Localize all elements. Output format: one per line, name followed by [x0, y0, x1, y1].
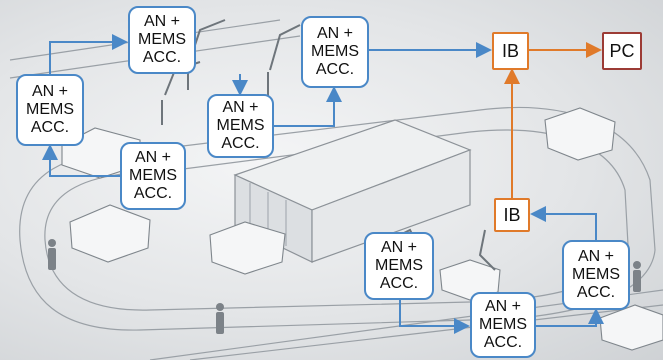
- an7-line-1: AN +: [485, 298, 521, 316]
- an1-line-2: MEMS: [26, 101, 74, 119]
- link-an3-to-an4: [274, 88, 334, 126]
- an7-line-2: MEMS: [479, 316, 527, 334]
- an8-line-2: MEMS: [572, 266, 620, 284]
- anchor-node-an7: AN + MEMS ACC.: [470, 292, 536, 358]
- link-an1-to-an2: [50, 42, 126, 74]
- anchor-node-an5: AN + MEMS ACC.: [120, 142, 186, 210]
- interface-box-bottom: IB: [494, 198, 530, 232]
- an6-line-3: ACC.: [380, 275, 418, 293]
- an7-line-3: ACC.: [484, 334, 522, 352]
- interface-box-top: IB: [492, 32, 529, 70]
- anchor-node-an8: AN + MEMS ACC.: [562, 240, 630, 310]
- an1-line-1: AN +: [32, 83, 68, 101]
- link-an8-to-ib-bottom: [532, 214, 596, 240]
- pc-box: PC: [602, 32, 642, 70]
- an3-line-2: MEMS: [217, 117, 265, 135]
- link-an7-to-an8: [536, 310, 596, 326]
- an2-line-1: AN +: [144, 13, 180, 31]
- an2-line-2: MEMS: [138, 31, 186, 49]
- an2-line-3: ACC.: [143, 49, 181, 67]
- an4-line-2: MEMS: [311, 43, 359, 61]
- an5-line-2: MEMS: [129, 167, 177, 185]
- anchor-node-an2: AN + MEMS ACC.: [128, 6, 196, 74]
- an4-line-1: AN +: [317, 25, 353, 43]
- pc-label: PC: [609, 41, 634, 61]
- ib-bottom-label: IB: [503, 205, 520, 225]
- an3-line-3: ACC.: [221, 135, 259, 153]
- an5-line-1: AN +: [135, 149, 171, 167]
- an5-line-3: ACC.: [134, 185, 172, 203]
- an4-line-3: ACC.: [316, 61, 354, 79]
- an8-line-3: ACC.: [577, 284, 615, 302]
- an6-line-1: AN +: [381, 239, 417, 257]
- an6-line-2: MEMS: [375, 257, 423, 275]
- link-an5-to-an1: [50, 146, 120, 176]
- ib-top-label: IB: [502, 41, 519, 61]
- an3-line-1: AN +: [222, 99, 258, 117]
- anchor-node-an4: AN + MEMS ACC.: [301, 16, 369, 88]
- anchor-node-an1: AN + MEMS ACC.: [16, 74, 84, 146]
- anchor-node-an6: AN + MEMS ACC.: [364, 232, 434, 300]
- an1-line-3: ACC.: [31, 119, 69, 137]
- anchor-node-an3: AN + MEMS ACC.: [207, 94, 274, 158]
- link-an6-to-an7: [400, 300, 468, 326]
- an8-line-1: AN +: [578, 248, 614, 266]
